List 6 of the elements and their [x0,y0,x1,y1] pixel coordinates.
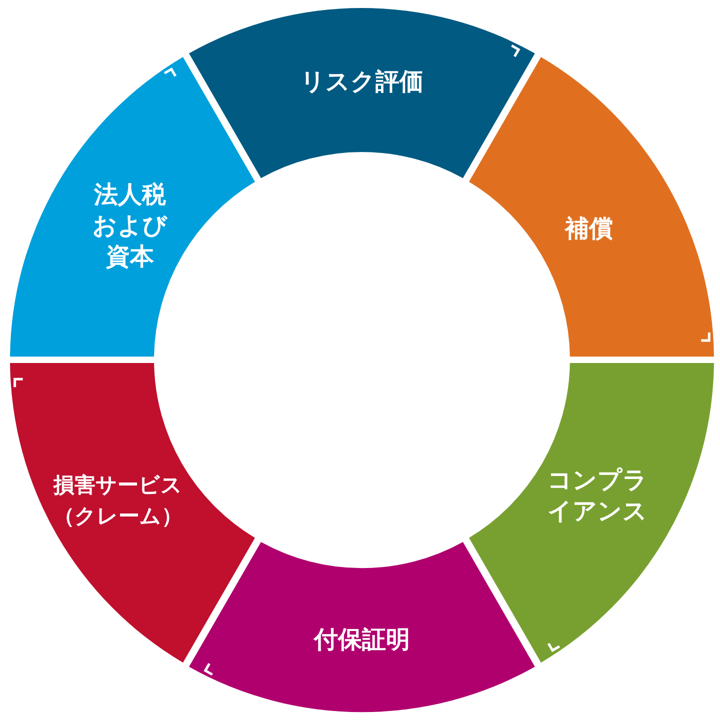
segment-label: 損害サービス（クレーム） [52,472,184,530]
segment-label: 法人税および資本 [91,179,168,272]
segment-label: 補償 [563,213,614,244]
segment-label: 付保証明 [312,624,411,656]
segment-label: コンプライアンス [546,464,649,527]
segment-label: リスク評価 [299,66,424,98]
